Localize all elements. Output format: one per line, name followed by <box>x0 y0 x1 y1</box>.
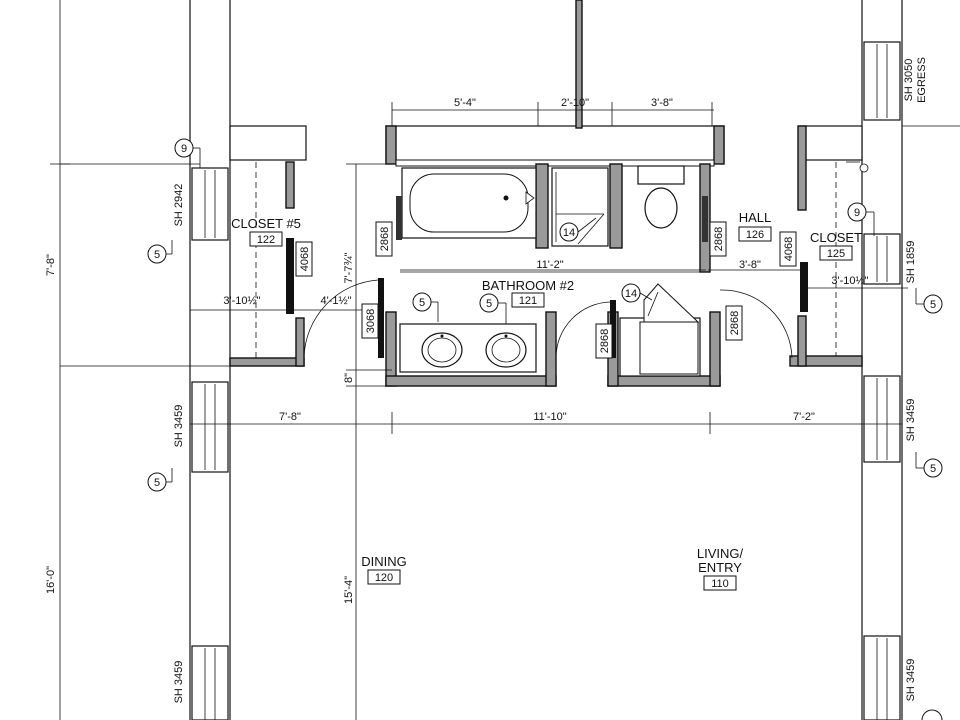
room-number-bathroom2: 121 <box>519 295 537 307</box>
window-tag-egress: EGRESS <box>916 57 928 103</box>
room-number-box-closet5 <box>249 231 283 247</box>
room-name-bathroom2: BATHROOM #2 <box>482 278 574 293</box>
svg-text:4068: 4068 <box>783 237 795 261</box>
svg-text:5: 5 <box>154 477 160 489</box>
svg-text:2868: 2868 <box>379 227 391 251</box>
dim-top-2: 2'-10" <box>561 97 589 109</box>
dim-closet5-depth: 4'-1½" <box>320 295 351 307</box>
door-tag-2868-bath-left: 2868 <box>375 221 393 257</box>
room-number-box-closet <box>819 245 853 261</box>
door-tag-2868-hall: 2868 <box>725 305 743 341</box>
dim-top-3: 3'-8" <box>651 97 673 109</box>
window-tag-sh3050: SH 3050 <box>903 59 915 102</box>
door-swings <box>286 196 808 359</box>
section-marker <box>921 709 943 720</box>
svg-text:2868: 2868 <box>599 329 611 353</box>
room-number-hall: 126 <box>746 229 764 241</box>
door-tag-4068-closet125: 4068 <box>779 231 797 267</box>
keynote-5-right-upper: 5 <box>915 288 943 314</box>
svg-text:2868: 2868 <box>713 227 725 251</box>
dim-bath-width: 11'-2" <box>536 259 563 271</box>
dim-lower-right: 7'-2" <box>793 411 815 423</box>
svg-text:2868: 2868 <box>729 311 741 335</box>
room-name-closet5: CLOSET #5 <box>231 216 301 231</box>
keynote-5-left-upper: 5 <box>147 240 173 264</box>
dim-bath-height: 7'-7¾" <box>343 252 355 283</box>
dim-closet5-width: 3'-10½" <box>223 295 260 307</box>
door-tag-2868-bath-right: 2868 <box>709 221 727 257</box>
keynote-9-left: 9 <box>174 138 201 168</box>
left-exterior-wall <box>59 0 231 720</box>
dim-offset-small: 8" <box>343 373 355 383</box>
room-number-living: 110 <box>711 578 729 590</box>
toilet <box>637 165 685 229</box>
svg-text:9: 9 <box>854 207 860 219</box>
svg-text:3068: 3068 <box>365 309 377 333</box>
dim-top-1: 5'-4" <box>454 97 476 109</box>
dim-left-upper: 7'-8" <box>45 254 57 276</box>
svg-text:14: 14 <box>563 227 575 239</box>
keynote-5-right-mid: 5 <box>915 452 943 478</box>
room-name-living-line1: LIVING/ <box>697 546 744 561</box>
dim-hall-width: 3'-8" <box>739 259 761 271</box>
room-number-box-hall <box>738 226 772 242</box>
keynote-9-right: 9 <box>847 202 875 236</box>
window-sh1859 <box>863 233 901 285</box>
svg-text:14: 14 <box>625 288 637 300</box>
room-name-closet: CLOSET <box>810 230 862 245</box>
room-name-dining: DINING <box>361 554 407 569</box>
window-tag-sh3459-right-mid: SH 3459 <box>905 399 917 442</box>
window-tag-sh2942: SH 2942 <box>173 184 185 227</box>
closet5-walls <box>229 161 305 367</box>
top-beam <box>229 0 960 163</box>
window-sh3050-egress <box>863 41 901 121</box>
window-sh3459-right-low <box>863 635 901 720</box>
svg-text:5: 5 <box>930 299 936 311</box>
room-name-hall: HALL <box>739 210 772 225</box>
svg-text:9: 9 <box>181 143 187 155</box>
keynote-5-bath-b: 5 <box>479 293 507 324</box>
window-sh2942 <box>191 167 229 241</box>
keynote-14-bath: 14 <box>559 217 597 242</box>
svg-text:4068: 4068 <box>299 247 311 271</box>
svg-text:5: 5 <box>930 463 936 475</box>
keynote-5-left-mid: 5 <box>147 468 173 492</box>
window-sh3459-left-mid <box>191 381 229 473</box>
window-sh3459-right-mid <box>863 375 901 463</box>
svg-text:5: 5 <box>154 249 160 261</box>
keynote-14-shower: 14 <box>621 283 653 303</box>
shower-lower <box>619 283 701 377</box>
room-number-box-bathroom2 <box>511 292 545 308</box>
dim-dining-height: 15'-4" <box>343 576 355 604</box>
door-tag-2868-shower: 2868 <box>595 323 613 359</box>
svg-text:5: 5 <box>486 298 492 310</box>
room-number-box-living <box>703 575 737 591</box>
window-tag-sh3459-left-low: SH 3459 <box>173 661 185 704</box>
window-tag-sh3459-left-mid: SH 3459 <box>173 405 185 448</box>
dim-lower-left: 7'-8" <box>279 411 301 423</box>
room-number-closet5: 122 <box>257 234 275 246</box>
window-tag-sh3459-right-low: SH 3459 <box>905 659 917 702</box>
room-number-dining: 120 <box>375 572 393 584</box>
dim-lower-mid: 11'-10" <box>533 411 566 423</box>
closet125-walls <box>789 125 869 367</box>
vanity <box>399 323 537 373</box>
door-tag-3068-bath: 3068 <box>361 303 379 339</box>
dimension-lines <box>50 102 908 720</box>
window-sh3459-left-low <box>191 645 229 720</box>
door-tag-4068-closet5: 4068 <box>295 241 313 277</box>
window-tag-sh1859: SH 1859 <box>905 241 917 284</box>
bathtub <box>401 167 537 239</box>
dim-left-lower: 16'-0" <box>45 566 57 594</box>
keynote-5-bath-a: 5 <box>412 292 439 322</box>
svg-text:5: 5 <box>419 297 425 309</box>
room-number-box-dining <box>367 569 401 585</box>
dim-closet125-width: 3'-10½" <box>831 275 868 287</box>
room-name-living-line2: ENTRY <box>698 560 742 575</box>
room-number-closet: 125 <box>827 248 845 260</box>
